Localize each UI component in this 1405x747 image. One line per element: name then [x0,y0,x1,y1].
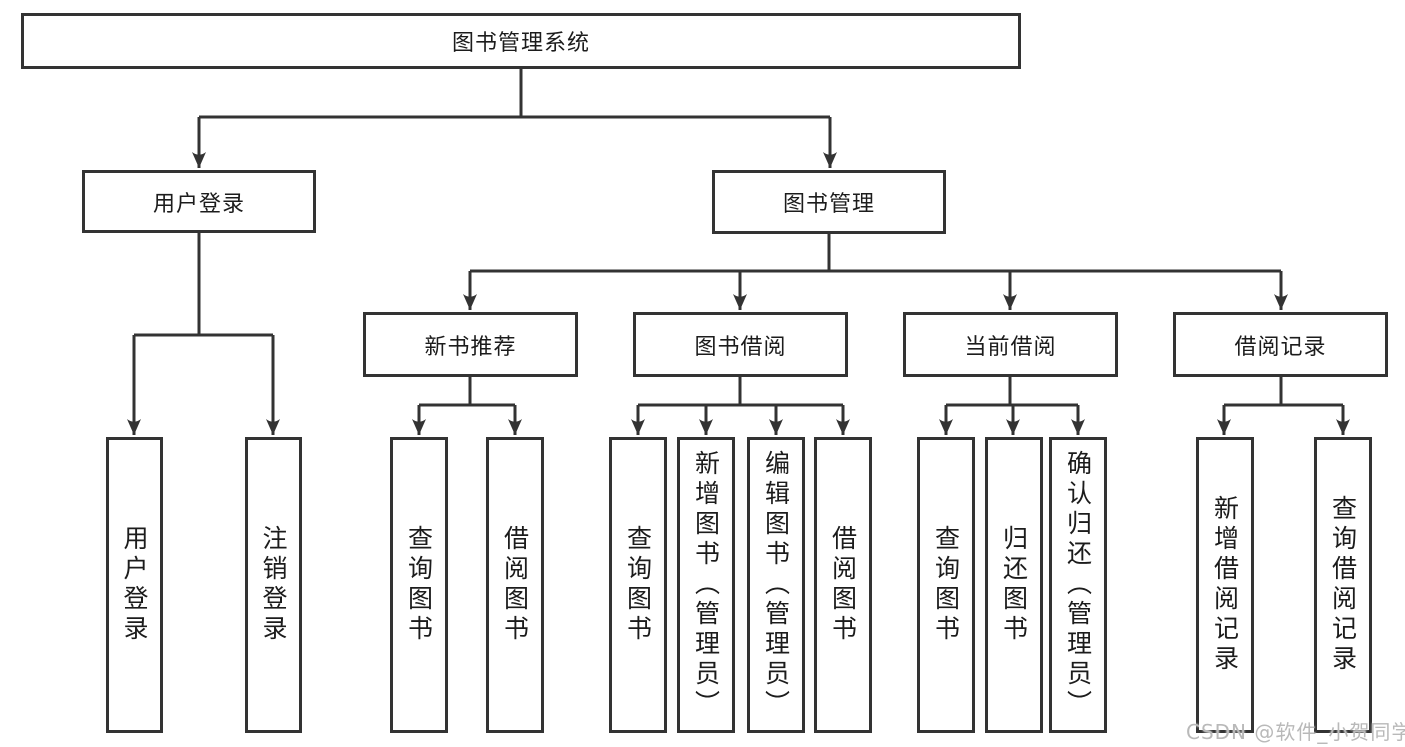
node-user-login-branch: 用户登录 [82,170,316,233]
leaf-current-return-books-label: 归还图书 [999,525,1029,645]
leaf-recommend-borrow-books: 借阅图书 [486,437,544,733]
leaf-current-confirm-return-admin: 确认归还（管理员） [1049,437,1107,733]
leaf-recommend-query-books-label: 查询图书 [404,525,434,645]
leaf-borrowing-borrow-books-label: 借阅图书 [828,525,858,645]
leaf-borrowing-query-books: 查询图书 [609,437,667,733]
leaf-recommend-query-books: 查询图书 [390,437,448,733]
leaf-current-query-books-label: 查询图书 [931,525,961,645]
leaf-logout-label: 注销登录 [259,525,288,645]
node-borrowing-records: 借阅记录 [1173,312,1388,377]
leaf-records-query-borrow-record-label: 查询借阅记录 [1328,495,1358,675]
leaf-records-add-borrow-record: 新增借阅记录 [1196,437,1254,733]
leaf-borrowing-query-books-label: 查询图书 [623,525,653,645]
leaf-borrowing-borrow-books: 借阅图书 [814,437,872,733]
leaf-current-confirm-return-admin-label: 确认归还（管理员） [1063,450,1093,720]
leaf-recommend-borrow-books-label: 借阅图书 [500,525,530,645]
leaf-current-query-books: 查询图书 [917,437,975,733]
leaf-user-login: 用户登录 [106,437,163,733]
leaf-borrowing-edit-books-admin-label: 编辑图书（管理员） [761,450,791,720]
leaf-logout: 注销登录 [245,437,302,733]
csdn-watermark: CSDN @软件_小贺同学 [1186,720,1405,744]
node-library-management-system: 图书管理系统 [21,13,1021,69]
node-current-borrowing: 当前借阅 [903,312,1118,377]
leaf-borrowing-add-books-admin: 新增图书（管理员） [677,437,735,733]
leaf-user-login-label: 用户登录 [120,525,149,645]
leaf-records-query-borrow-record: 查询借阅记录 [1314,437,1372,733]
leaf-current-return-books: 归还图书 [985,437,1043,733]
leaf-records-add-borrow-record-label: 新增借阅记录 [1210,495,1240,675]
node-book-borrowing: 图书借阅 [633,312,848,377]
node-new-book-recommendation: 新书推荐 [363,312,578,377]
leaf-borrowing-add-books-admin-label: 新增图书（管理员） [691,450,721,720]
node-book-management-branch: 图书管理 [712,170,946,234]
leaf-borrowing-edit-books-admin: 编辑图书（管理员） [747,437,805,733]
